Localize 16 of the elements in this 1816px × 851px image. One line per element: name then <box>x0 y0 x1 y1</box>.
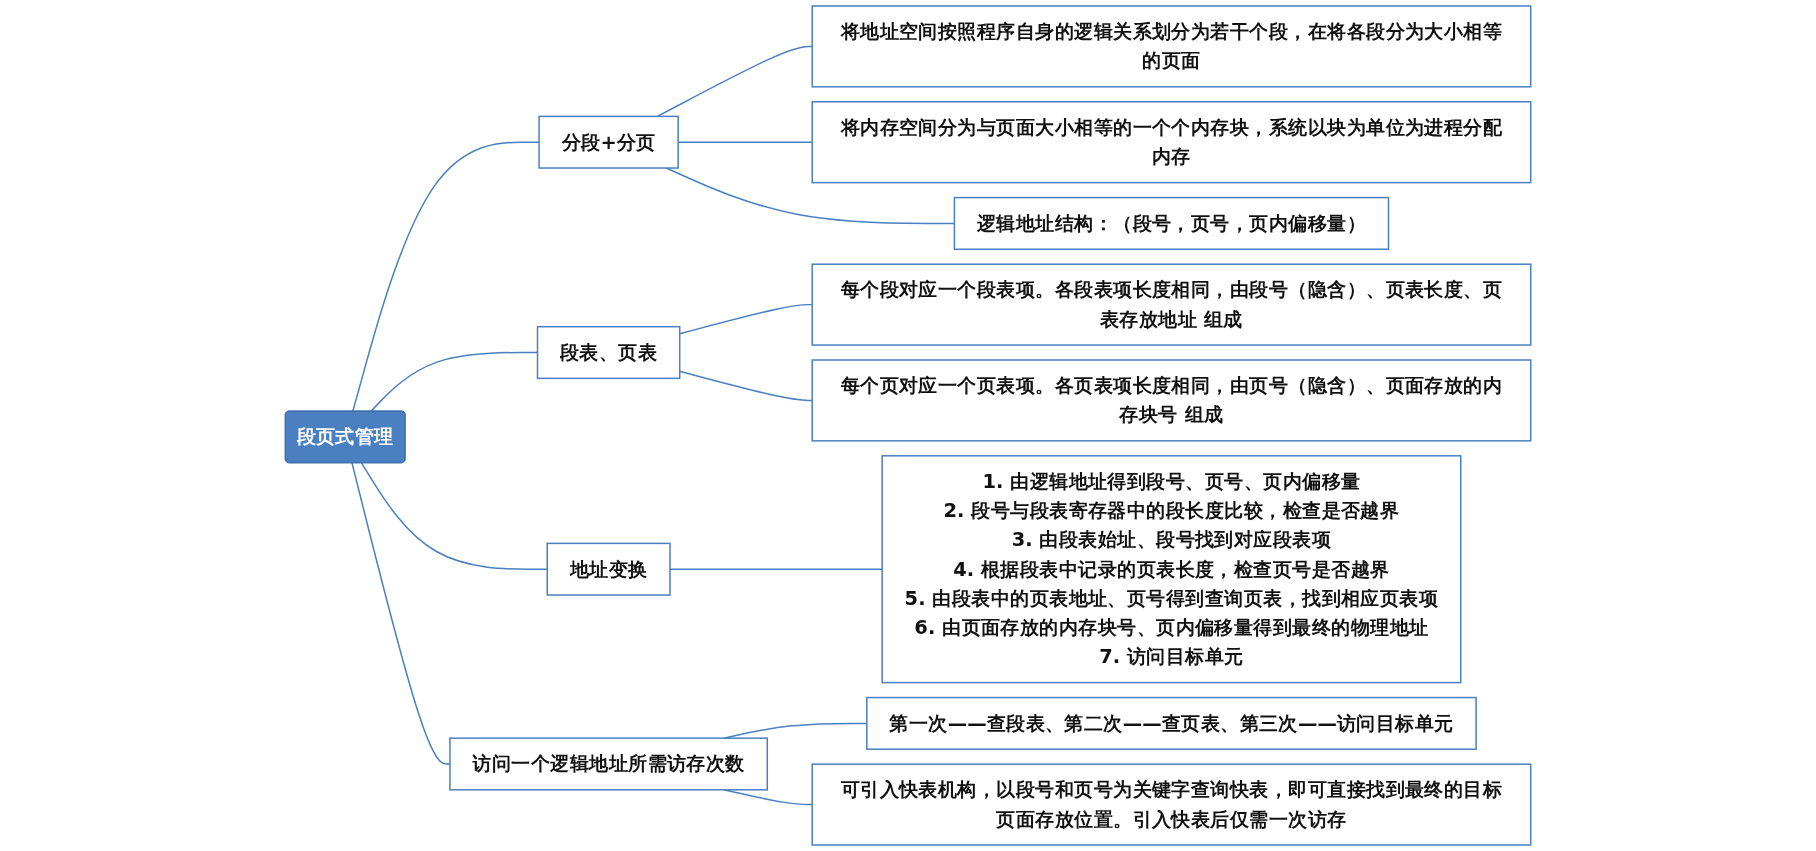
node-box: 每个段对应一个段表项。各段表项长度相同，由段号（隐含）、页表长度、页表存放地址 组成 <box>811 263 1532 346</box>
node-box: 可引入快表机构，以段号和页号为关键字查询快表，即可直接找到最终的目标页面存放位置。引入快表后仅需一次访存 <box>811 763 1532 846</box>
node-box: 1. 由逻辑地址得到段号、页号、页内偏移量 2. 段号与段表寄存器中的段长度比较，检查是否越界 3. 由段表始址、段号找到对应段表项 4. 根据段表中记录的页表长度，检查页号是否越界 5. 由段表中的页表地址、页号得到查询页表，找到相应页表项 6. 由页面存放的内存块号、页内偏移量得到最终的物理地址 7. 访问目标单元 <box>881 455 1462 684</box>
node-box: 将地址空间按照程序自身的逻辑关系划分为若干个段，在将各段分为大小相等的页面 <box>811 5 1532 88</box>
connector <box>352 141 540 413</box>
node-box: 每个页对应一个页表项。各页表项长度相同，由页号（隐含）、页面存放的内存块号 组成 <box>811 359 1532 442</box>
node-box: 分段+分页 <box>538 115 679 169</box>
node-box: 地址变换 <box>546 542 671 596</box>
node-box: 第一次——查段表、第二次——查页表、第三次——访问目标单元 <box>866 696 1477 750</box>
node-box: 逻辑地址结构：（段号，页号，页内偏移量） <box>953 196 1390 250</box>
connector <box>656 45 813 118</box>
node-box: 段表、页表 <box>536 325 681 380</box>
node-box: 将内存空间分为与页面大小相等的一个个内存块，系统以块为单位为进程分配内存 <box>811 101 1532 184</box>
connector <box>669 568 883 570</box>
node-box: 访问一个逻辑地址所需访存次数 <box>449 737 769 791</box>
connector <box>360 462 548 570</box>
